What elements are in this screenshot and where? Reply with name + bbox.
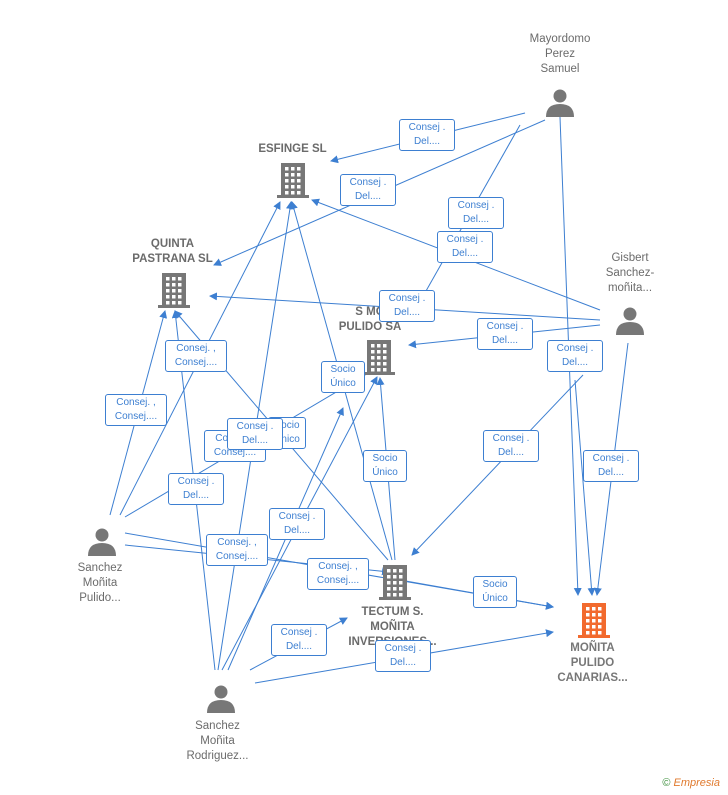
copyright-symbol: © bbox=[662, 777, 671, 789]
edge-label[interactable]: Consej . Del.... bbox=[269, 508, 325, 540]
building-icon bbox=[277, 163, 309, 198]
brand-name: Empresia bbox=[673, 777, 720, 789]
building-icon bbox=[363, 340, 395, 375]
building-icon bbox=[379, 565, 411, 600]
node-sanchez-rodriguez-label[interactable]: Sanchez Moñita Rodriguez... bbox=[186, 720, 249, 762]
edge-label[interactable]: Socio Único bbox=[321, 361, 365, 393]
edge-label[interactable]: Consej . Del.... bbox=[168, 473, 224, 505]
edge-label[interactable]: Consej . Del.... bbox=[583, 450, 639, 482]
node-gisbert-label[interactable]: Gisbert Sanchez- moñita... bbox=[605, 252, 655, 294]
edge-label[interactable]: Consej. , Consej.... bbox=[206, 534, 268, 566]
edge-label[interactable]: Consej . Del.... bbox=[477, 318, 533, 350]
edge-label[interactable]: Consej . Del.... bbox=[437, 231, 493, 263]
edge-label[interactable]: Consej . Del.... bbox=[227, 418, 283, 450]
edge-line bbox=[574, 379, 596, 596]
edge-label[interactable]: Socio Único bbox=[363, 450, 407, 482]
edge-label[interactable]: Consej . Del.... bbox=[340, 174, 396, 206]
edge-label[interactable]: Consej . Del.... bbox=[375, 640, 431, 672]
edge-label[interactable]: Consej. , Consej.... bbox=[105, 394, 167, 426]
node-mayordomo-label[interactable]: Mayordomo Perez Samuel bbox=[529, 33, 591, 75]
person-icon bbox=[207, 685, 235, 713]
node-sanchez-pulido-label[interactable]: Sanchez Moñita Pulido... bbox=[77, 562, 123, 604]
footer-brand[interactable]: © Empresia bbox=[662, 777, 720, 789]
edge-label[interactable]: Consej . Del.... bbox=[379, 290, 435, 322]
edge-label[interactable]: Consej. , Consej.... bbox=[307, 558, 369, 590]
node-esfinge-label[interactable]: ESFINGE SL bbox=[258, 143, 327, 155]
person-icon bbox=[546, 89, 574, 117]
person-icon bbox=[88, 528, 116, 556]
node-icons bbox=[88, 89, 644, 713]
building-icon bbox=[578, 603, 610, 638]
edge-label[interactable]: Consej . Del.... bbox=[271, 624, 327, 656]
person-icon bbox=[616, 307, 644, 335]
node-monita-canarias-label[interactable]: MOÑITA PULIDO CANARIAS... bbox=[557, 642, 628, 684]
edge-label[interactable]: Socio Único bbox=[473, 576, 517, 608]
edge-label[interactable]: Consej . Del.... bbox=[483, 430, 539, 462]
edge-label[interactable]: Consej . Del.... bbox=[547, 340, 603, 372]
node-quinta-label[interactable]: QUINTA PASTRANA SL bbox=[132, 238, 213, 265]
edge-label[interactable]: Consej . Del.... bbox=[448, 197, 504, 229]
building-icon bbox=[158, 273, 190, 308]
edge-label[interactable]: Consej. , Consej.... bbox=[165, 340, 227, 372]
edge-line bbox=[411, 374, 584, 556]
edge-label[interactable]: Consej . Del.... bbox=[399, 119, 455, 151]
